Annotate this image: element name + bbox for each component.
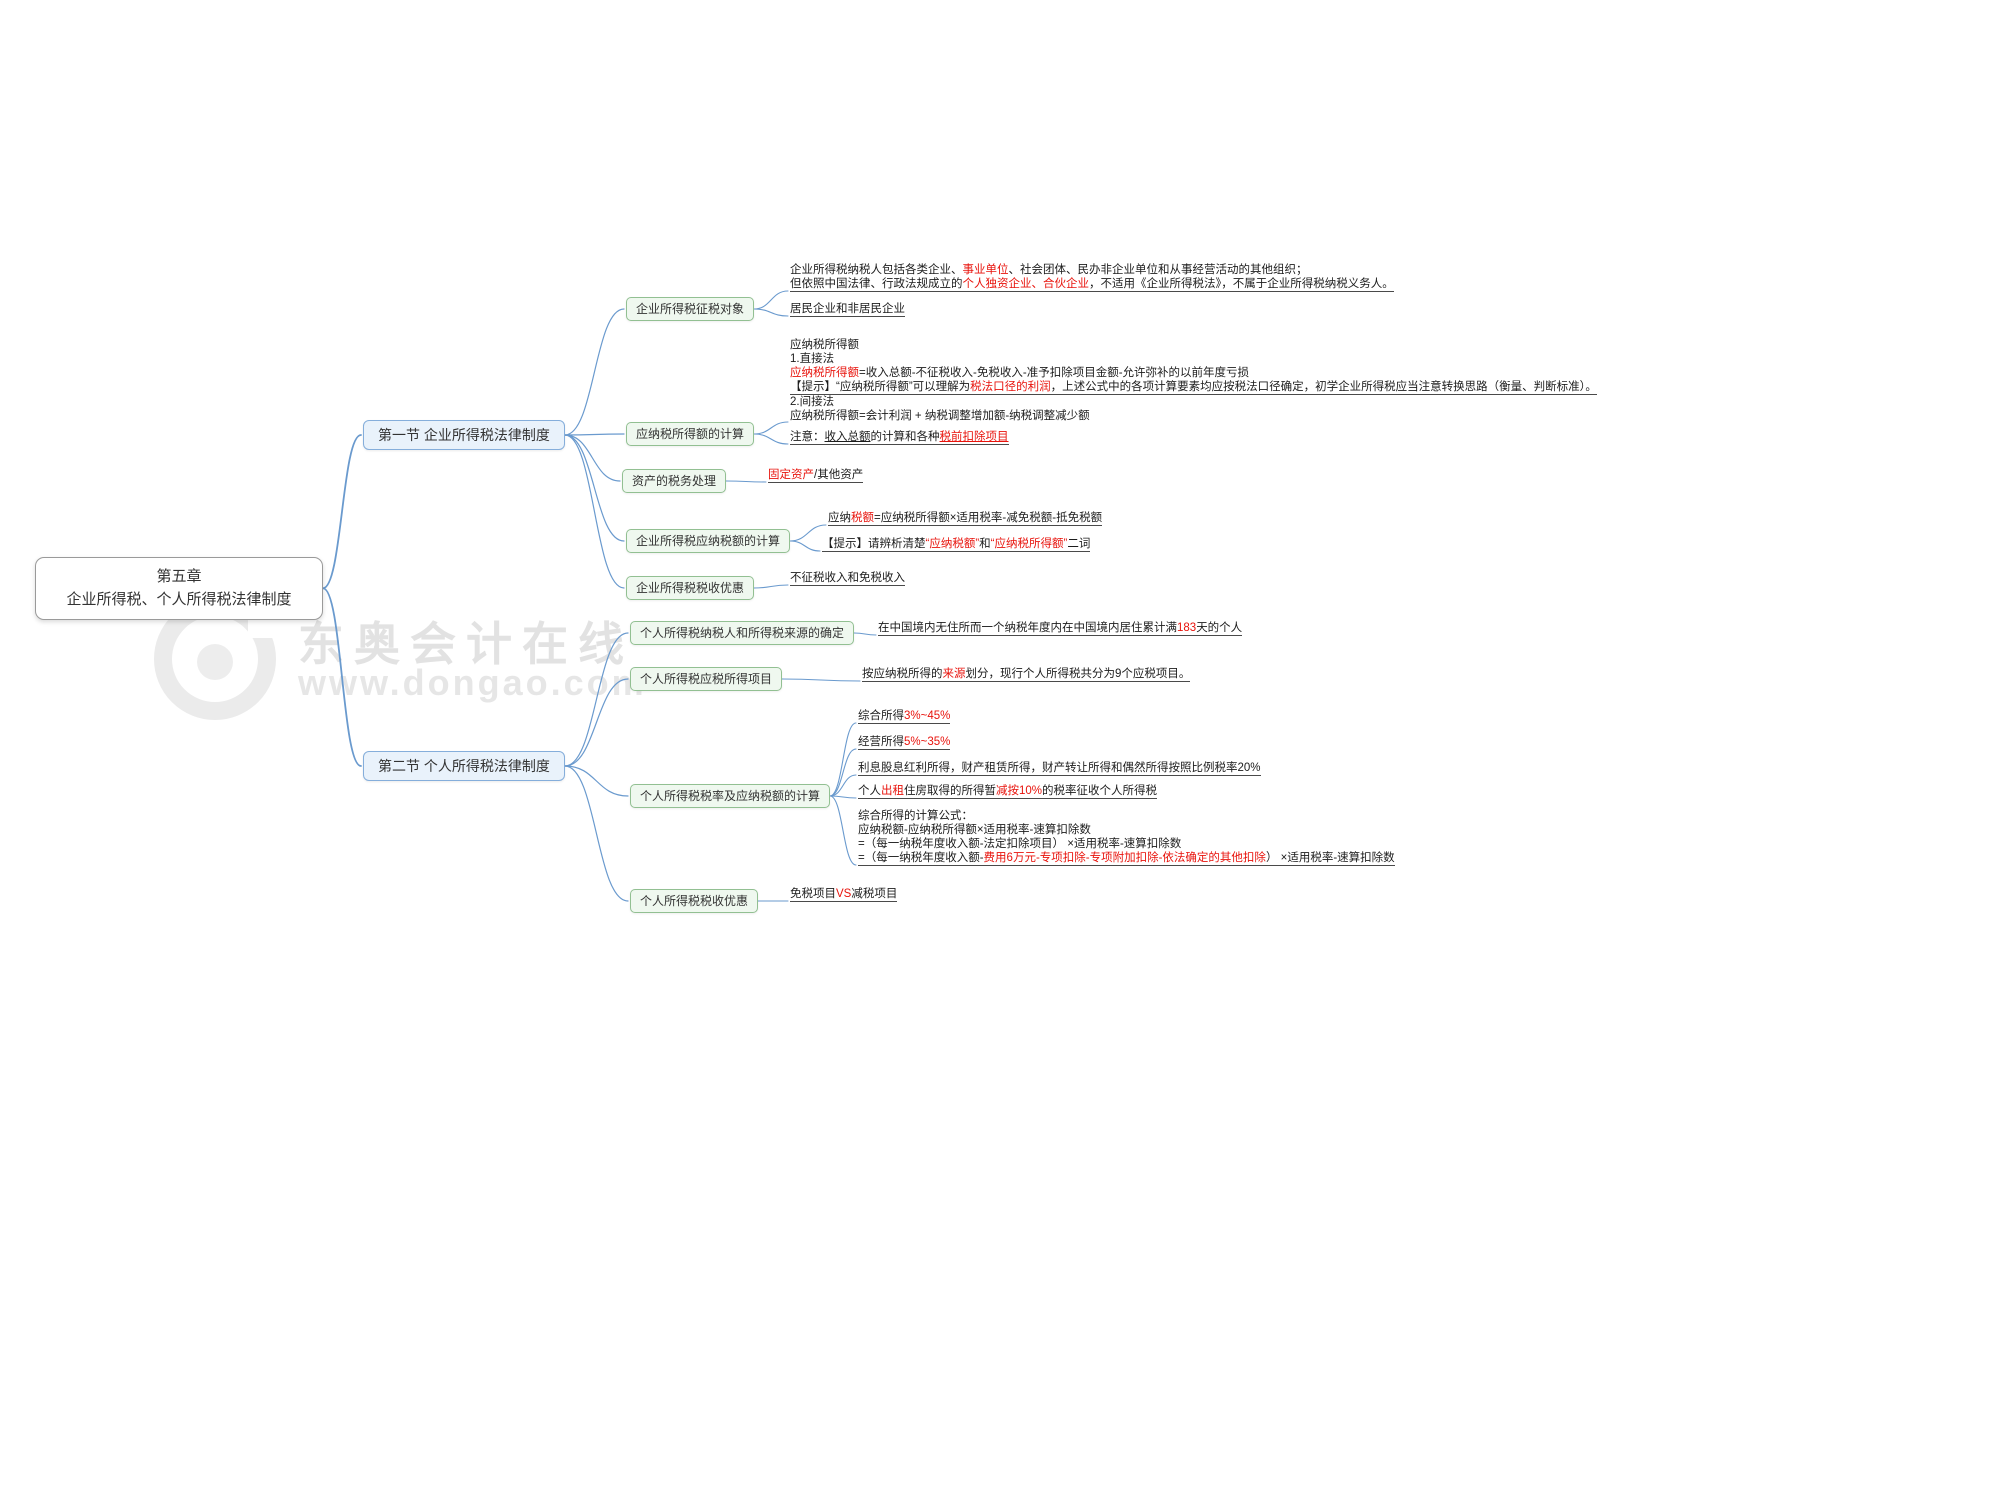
section-node-personal-income-tax[interactable]: 第二节 个人所得税法律制度 xyxy=(363,751,565,781)
note-business-income-rate[interactable]: 经营所得5%~35% xyxy=(858,736,951,750)
note-proportional-rate-20[interactable]: 利息股息红利所得，财产租赁所得，财产转让所得和偶然所得按照比例税率20% xyxy=(858,762,1261,776)
note-taxpayer-scope[interactable]: 企业所得税纳税人包括各类企业、事业单位、社会团体、民办非企业单位和从事经营活动的… xyxy=(790,264,1394,292)
topic-s2-rates-and-calc[interactable]: 个人所得税税率及应纳税额的计算 xyxy=(630,784,831,808)
note-comprehensive-income-rate[interactable]: 综合所得3%~45% xyxy=(858,710,951,724)
topic-s1-tax-incentives[interactable]: 企业所得税税收优惠 xyxy=(626,576,755,600)
note-nontaxable-and-exempt-income[interactable]: 不征税收入和免税收入 xyxy=(790,572,905,586)
note-comprehensive-income-formula[interactable]: 综合所得的计算公式：应纳税额-应纳税所得额×适用税率-速算扣除数=（每一纳税年度… xyxy=(858,810,1395,866)
watermark-url-text: www.dongao.com xyxy=(298,662,647,703)
topic-s1-tax-object[interactable]: 企业所得税征税对象 xyxy=(626,297,755,321)
topic-s1-asset-tax-treatment[interactable]: 资产的税务处理 xyxy=(622,469,727,493)
note-rental-income-rate-10[interactable]: 个人出租住房取得的所得暂减按10%的税率征收个人所得税 xyxy=(858,785,1158,799)
note-183-days-rule[interactable]: 在中国境内无住所而一个纳税年度内在中国境内居住累计满183天的个人 xyxy=(878,622,1243,636)
root-node-chapter[interactable]: 第五章 企业所得税、个人所得税法律制度 xyxy=(35,557,323,620)
section-node-enterprise-income-tax[interactable]: 第一节 企业所得税法律制度 xyxy=(363,420,565,450)
chapter-number: 第五章 xyxy=(156,568,202,585)
watermark-brand-text: 东奥会计在线 xyxy=(298,618,634,670)
note-term-distinction-tip[interactable]: 【提示】请辨析清楚“应纳税额”和“应纳税所得额”二词 xyxy=(822,538,1091,552)
chapter-title: 企业所得税、个人所得税法律制度 xyxy=(66,591,292,609)
note-resident-and-nonresident-enterprise[interactable]: 居民企业和非居民企业 xyxy=(790,303,905,317)
topic-s1-taxable-income-calc[interactable]: 应纳税所得额的计算 xyxy=(626,422,755,446)
topic-s2-taxable-items[interactable]: 个人所得税应税所得项目 xyxy=(630,667,783,691)
topic-s2-tax-incentives[interactable]: 个人所得税税收优惠 xyxy=(630,889,759,913)
note-fixed-and-other-assets[interactable]: 固定资产/其他资产 xyxy=(768,469,864,483)
note-tax-payable-formula[interactable]: 应纳税额=应纳税所得额×适用税率-减免税额-抵免税额 xyxy=(828,512,1103,526)
note-nine-taxable-items[interactable]: 按应纳税所得的来源划分，现行个人所得税共分为9个应税项目。 xyxy=(862,668,1191,682)
topic-s1-tax-payable-calc[interactable]: 企业所得税应纳税额的计算 xyxy=(626,529,791,553)
note-income-total-and-deductions[interactable]: 注意：收入总额的计算和各种税前扣除项目 xyxy=(790,431,1009,445)
topic-s2-taxpayer-and-source[interactable]: 个人所得税纳税人和所得税来源的确定 xyxy=(630,621,855,645)
note-exempt-vs-reduced-items[interactable]: 免税项目VS减税项目 xyxy=(790,888,898,902)
